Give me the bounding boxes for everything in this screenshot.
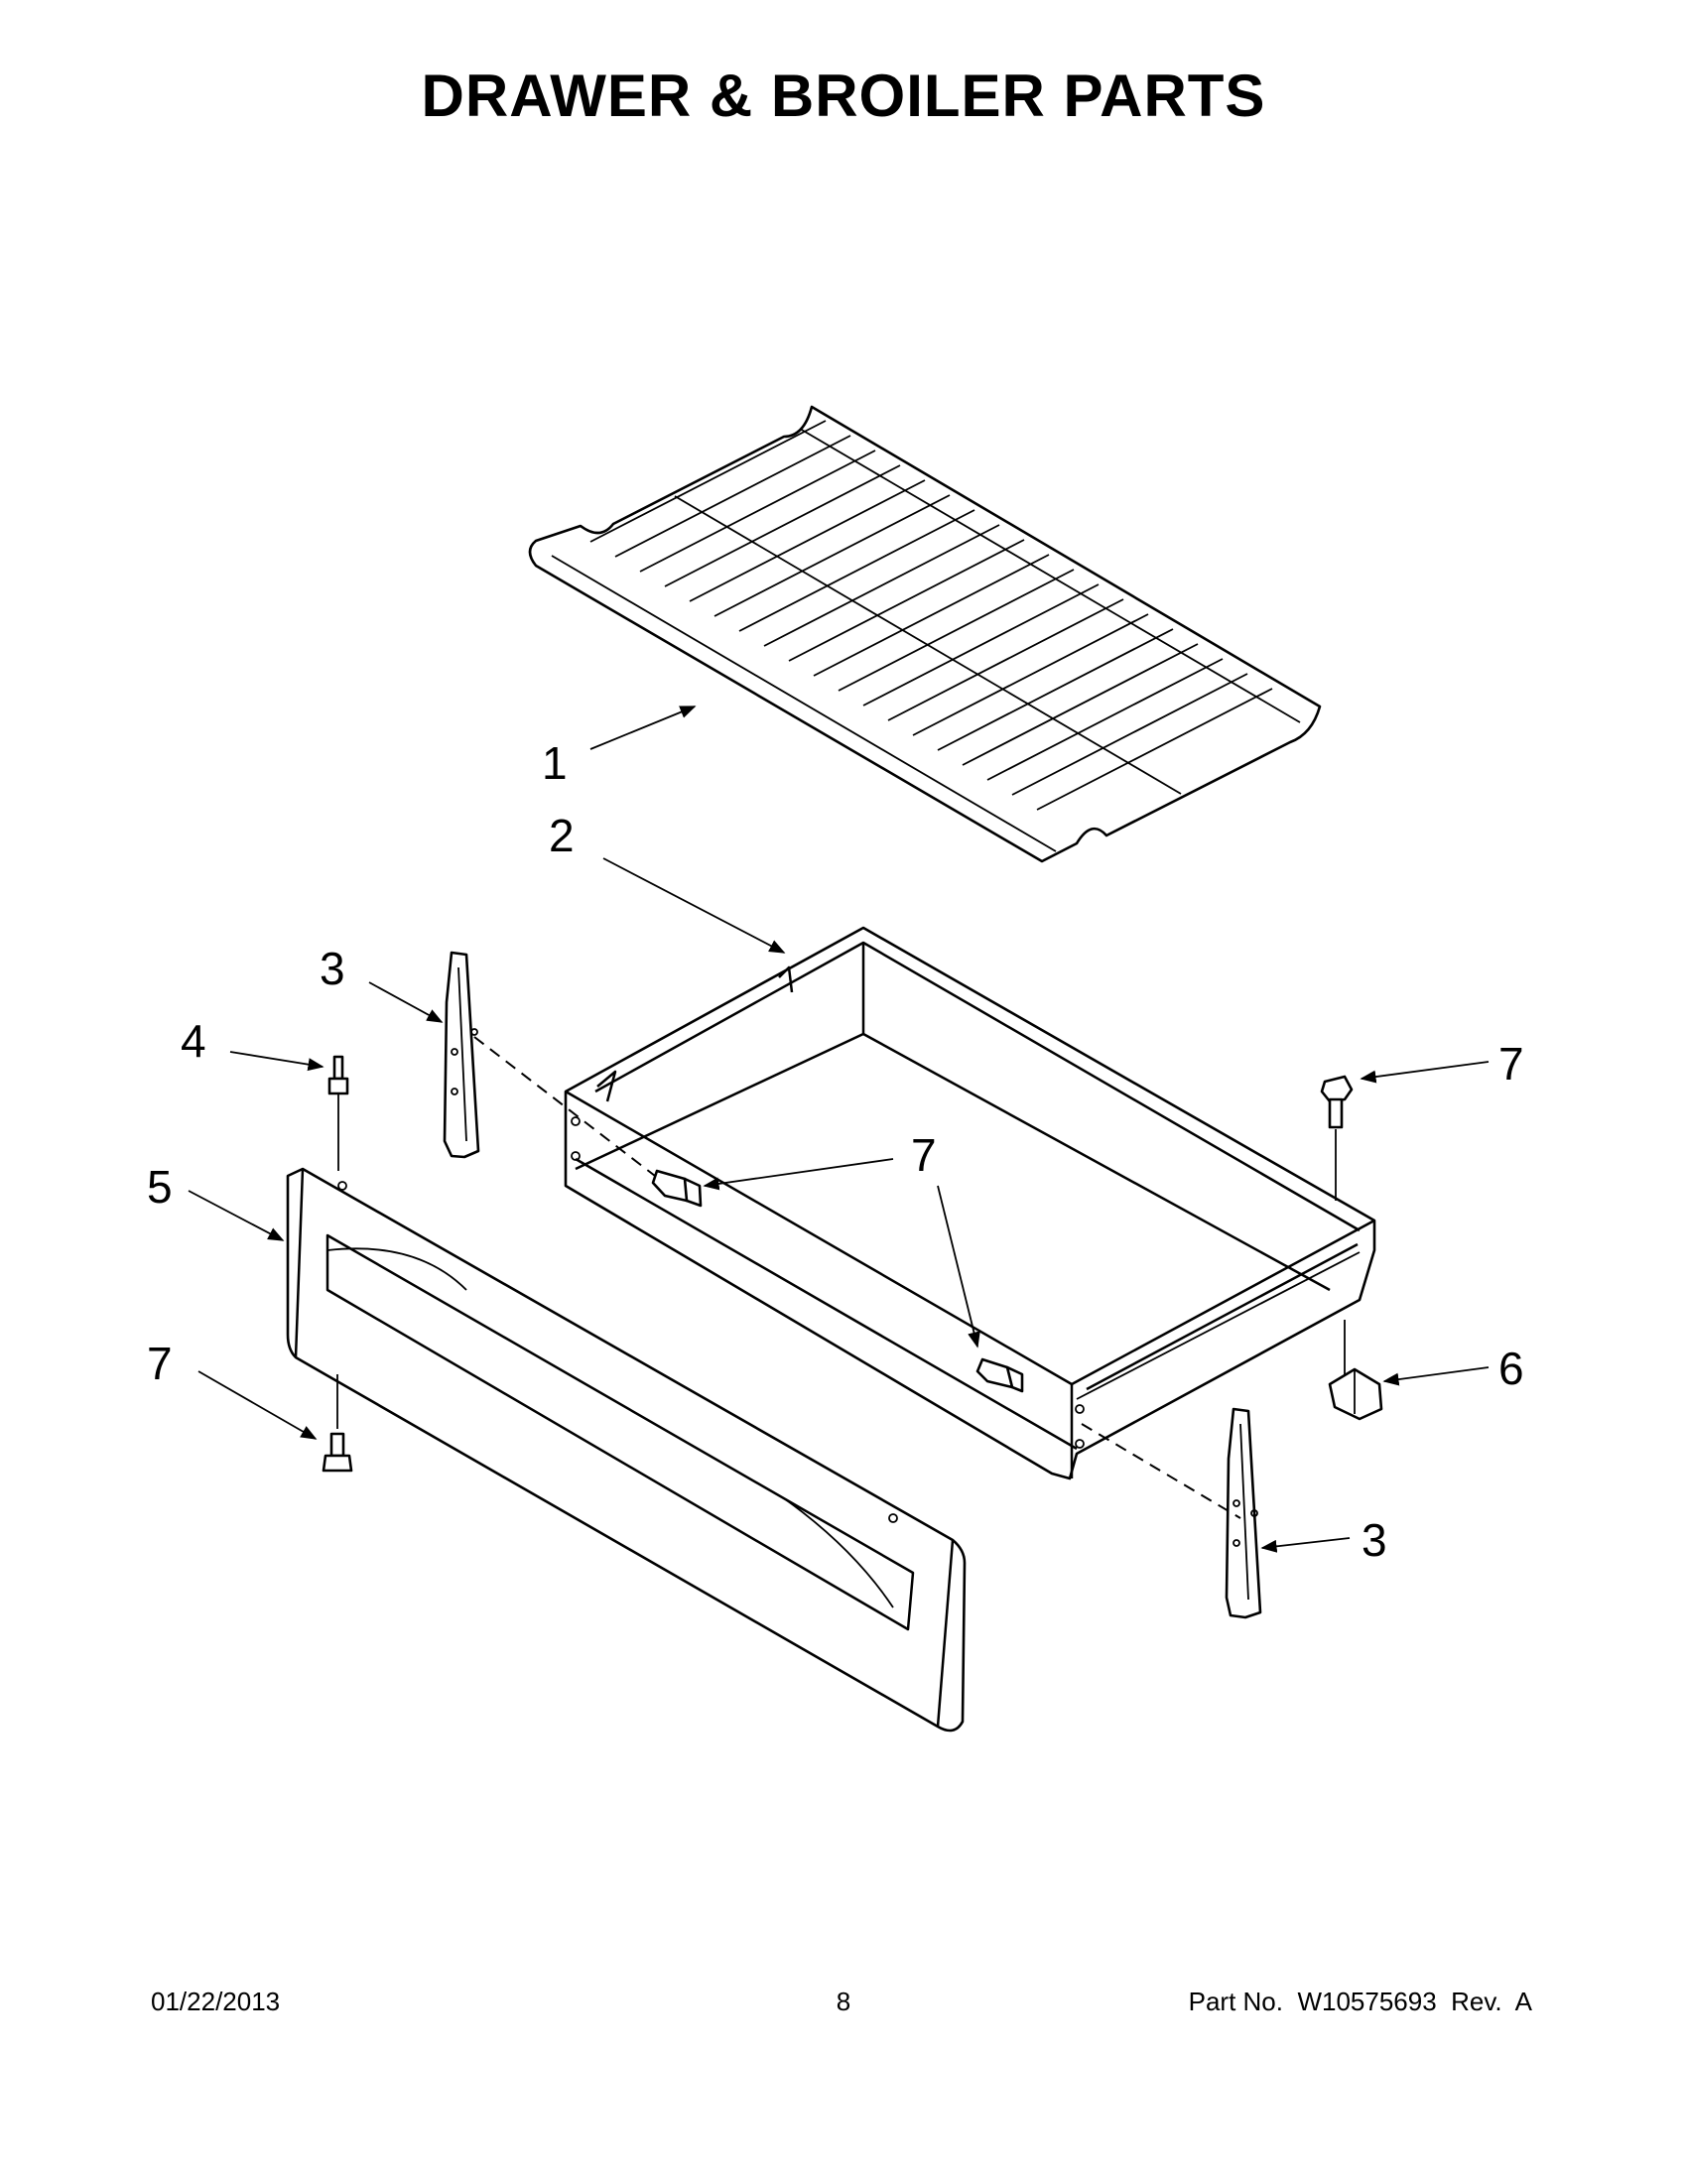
slide-bracket-part-3-left [443,951,480,1159]
screw-part-7-top-right [1320,1075,1354,1201]
callout-2: 2 [549,810,575,861]
slide-bracket-part-3-right [1225,1407,1262,1619]
callout-3-left: 3 [320,943,345,994]
broiler-rack-part-1 [528,405,1322,863]
screw-part-7-middle-left [651,1169,703,1208]
screw-part-7-middle-right [975,1357,1024,1393]
pin-part-4 [327,1055,349,1171]
page-title: DRAWER & BROILER PARTS [421,63,1266,129]
drawer-front-panel-part-5 [286,1167,967,1733]
callout-1: 1 [542,737,568,789]
drawer-pan-part-2 [564,926,1376,1480]
screw-part-7-bottom-left [322,1374,353,1473]
leader-arrows [188,706,1490,1553]
callout-7-bottom-left: 7 [147,1338,173,1389]
footer-date: 01/22/2013 [151,1987,281,2016]
alignment-line-left [473,1036,656,1177]
callout-7-top-right: 7 [1498,1038,1524,1090]
callout-3-right: 3 [1362,1514,1387,1566]
callout-7-middle: 7 [911,1129,937,1181]
clip-part-6 [1328,1320,1383,1421]
footer-part-number: Part No. W10575693 Rev. A [1188,1987,1532,2016]
callout-5: 5 [147,1161,173,1213]
footer-page-number: 8 [836,1987,851,2016]
alignment-line-right [1081,1423,1241,1519]
callout-4: 4 [181,1015,206,1067]
callout-6: 6 [1498,1343,1524,1394]
